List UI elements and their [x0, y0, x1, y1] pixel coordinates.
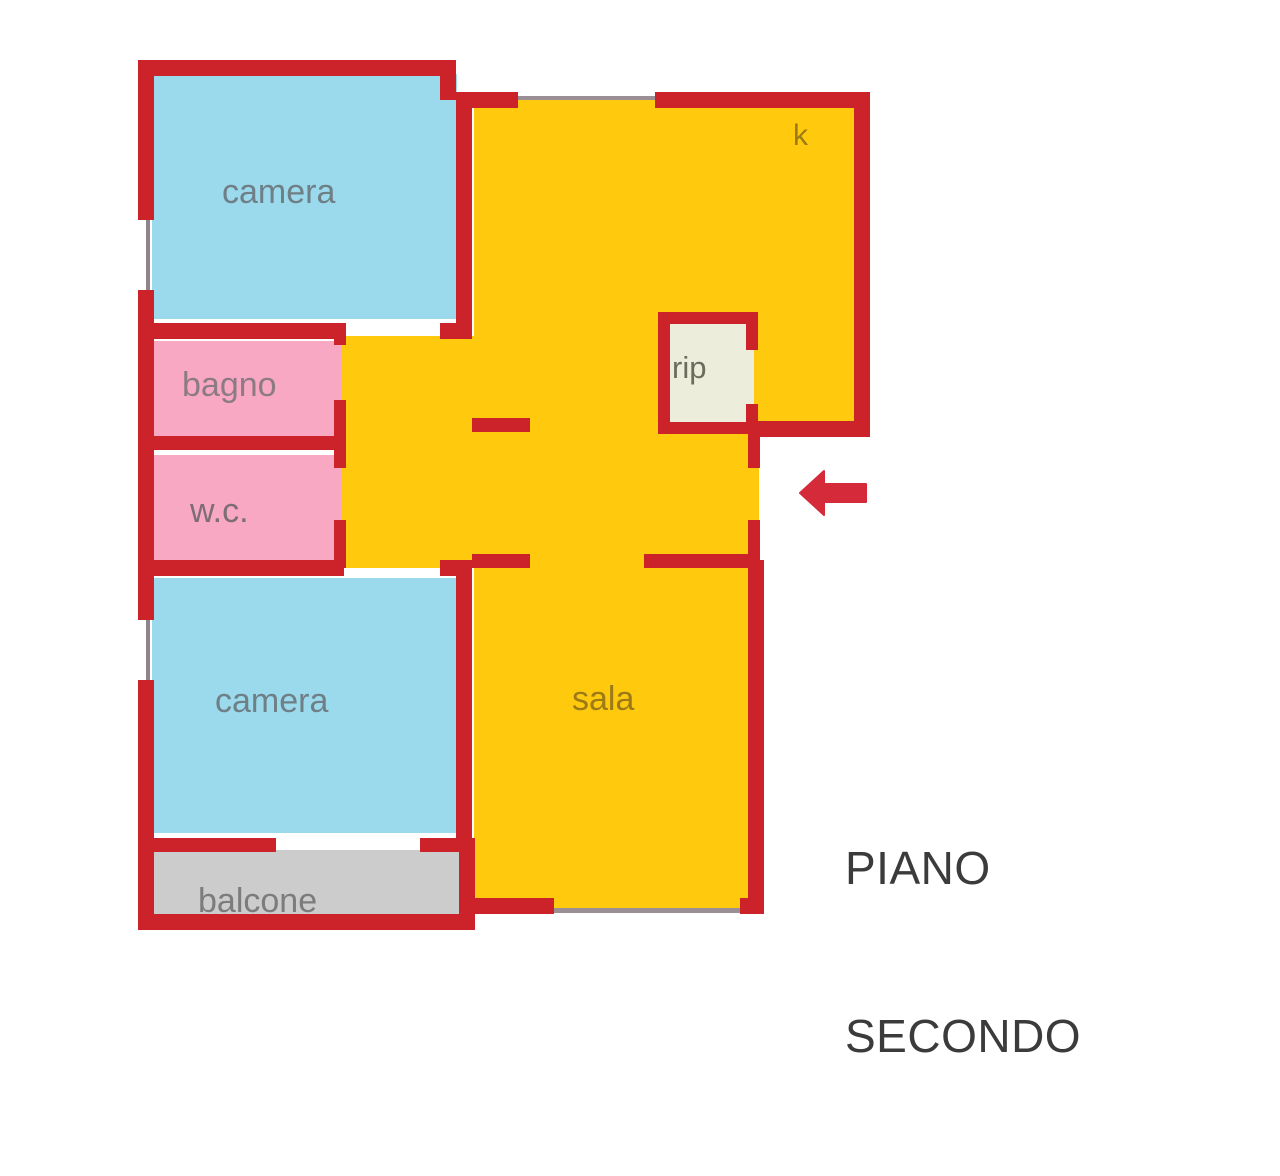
wall-camera-top-bottom-left: [138, 323, 342, 339]
window-openings: [146, 96, 655, 680]
window-sill-sala-bottom: [554, 908, 740, 913]
walls: [138, 60, 870, 930]
wall-top-camera-top: [138, 60, 456, 76]
wall-corridor-stub-right-lower: [644, 554, 760, 568]
wall-rip-top: [658, 312, 758, 324]
wall-bagno-wc-divider: [138, 436, 346, 450]
wall-left-exterior-mid2: [138, 680, 154, 930]
wall-rip-right-bottom: [746, 404, 758, 434]
wall-rip-left: [658, 312, 670, 434]
wall-camera-bottom-bottom-right: [420, 838, 475, 852]
room-fill-ripostiglio: [668, 320, 754, 422]
window-mark-left-upper: [146, 220, 150, 290]
wall-camera-top-right: [456, 92, 472, 335]
wall-corridor-stub-upper: [472, 418, 530, 432]
wall-bottom-balcone: [138, 914, 475, 930]
wall-bottom-sala-left: [464, 898, 554, 914]
wall-left-exterior-mid1: [138, 290, 154, 620]
wall-bagno-right-bottom: [334, 400, 346, 440]
window-mark-kitchen-top: [518, 96, 655, 100]
wall-left-exterior-upper: [138, 60, 154, 220]
wall-right-balcone: [459, 838, 475, 930]
wall-wc-right-top: [334, 440, 346, 468]
wall-step-vertical: [440, 60, 456, 100]
wall-kitchen-bottom: [754, 421, 870, 437]
wall-right-sala: [748, 560, 764, 912]
floor-plan-drawing: [138, 60, 870, 930]
floor-level-line-2: SECONDO: [845, 1010, 1082, 1062]
window-mark-left-lower: [146, 620, 150, 680]
wall-corridor-stub-lower: [472, 554, 530, 568]
wall-camera-top-bottom-right: [440, 323, 472, 339]
wall-wc-right-bottom: [334, 520, 346, 568]
wall-rip-right-top: [746, 312, 758, 350]
wall-camera-bottom-right: [456, 560, 472, 852]
room-fill-bagno: [152, 341, 342, 436]
room-fill-sala: [474, 560, 759, 912]
floor-level-label: PIANO SECONDO: [845, 728, 1145, 1176]
entrance-arrow-icon: [799, 470, 867, 516]
wall-bottom-sala-right: [740, 898, 764, 914]
room-fill-wc: [152, 455, 342, 560]
room-fill-camera-top: [152, 74, 457, 319]
floor-level-line-1: PIANO: [845, 842, 991, 894]
wall-camera-bottom-bottom-left: [138, 838, 276, 852]
wall-wc-bottom-left: [138, 560, 344, 576]
wall-top-kitchen-right: [655, 92, 870, 108]
room-fill-camera-bottom: [152, 578, 457, 833]
wall-right-kitchen: [854, 92, 870, 437]
wall-rip-bottom: [658, 422, 758, 434]
floor-plan-canvas: camera bagno w.c. camera balcone sala k …: [138, 60, 1081, 1062]
wall-bagno-right-top: [334, 323, 346, 345]
